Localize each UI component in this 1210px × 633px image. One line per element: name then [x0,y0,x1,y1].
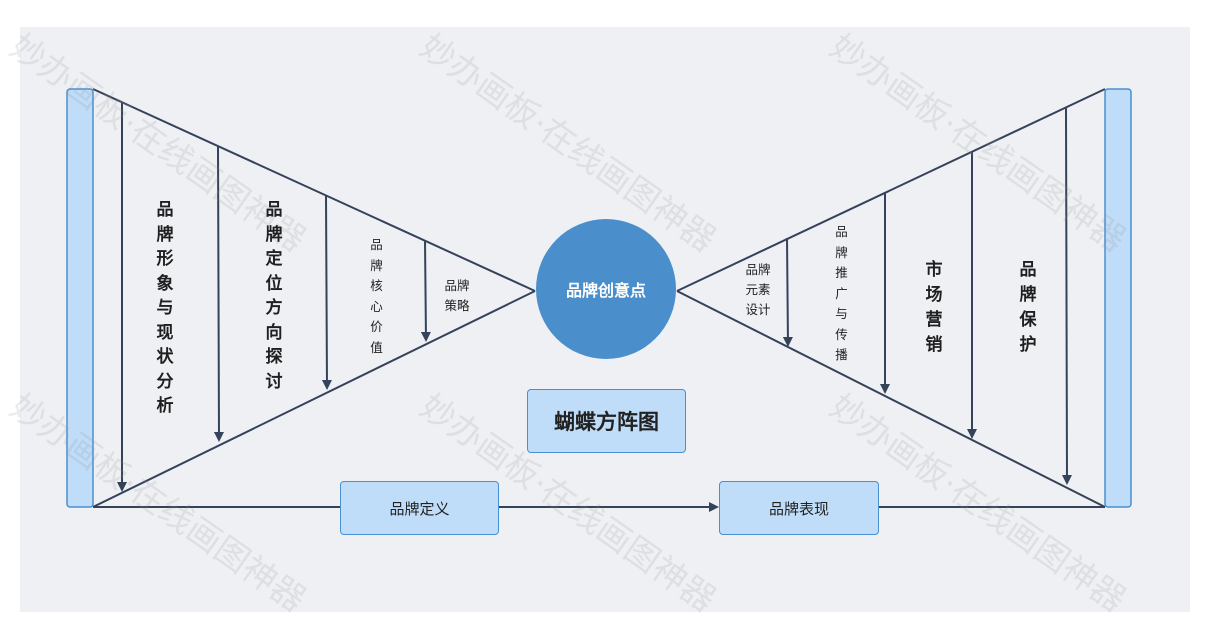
stage-brand-protection: 品牌保护 [1019,260,1037,355]
center-circle: 品牌创意点 [536,219,676,359]
right-bar [1104,88,1132,508]
arrow [420,239,431,342]
left-bar [66,88,94,508]
right-top-edge [676,88,1106,292]
arrow [321,194,332,390]
arrow [213,146,224,442]
stage-brand-image-analysis: 品牌形象与现状分析 [156,200,174,416]
arrow [1061,107,1072,485]
left-top-edge [92,88,536,292]
left-bottom-edge [92,290,536,508]
stage-brand-strategy: 品牌策略 [444,278,470,313]
stage-marketing: 市场营销 [925,260,943,355]
arrow [782,237,793,347]
diagram-title: 蝴蝶方阵图 [527,389,686,453]
stage-brand-positioning: 品牌定位方向探讨 [265,200,283,392]
brand-expression-box: 品牌表现 [719,481,879,535]
right-bottom-edge [676,290,1106,508]
stage-brand-core-value: 品牌核心价值 [370,237,383,355]
stage-brand-promotion: 品牌推广与传播 [835,224,848,362]
brand-definition-box: 品牌定义 [340,481,499,535]
stage-brand-element-design: 品牌元素设计 [745,262,771,317]
